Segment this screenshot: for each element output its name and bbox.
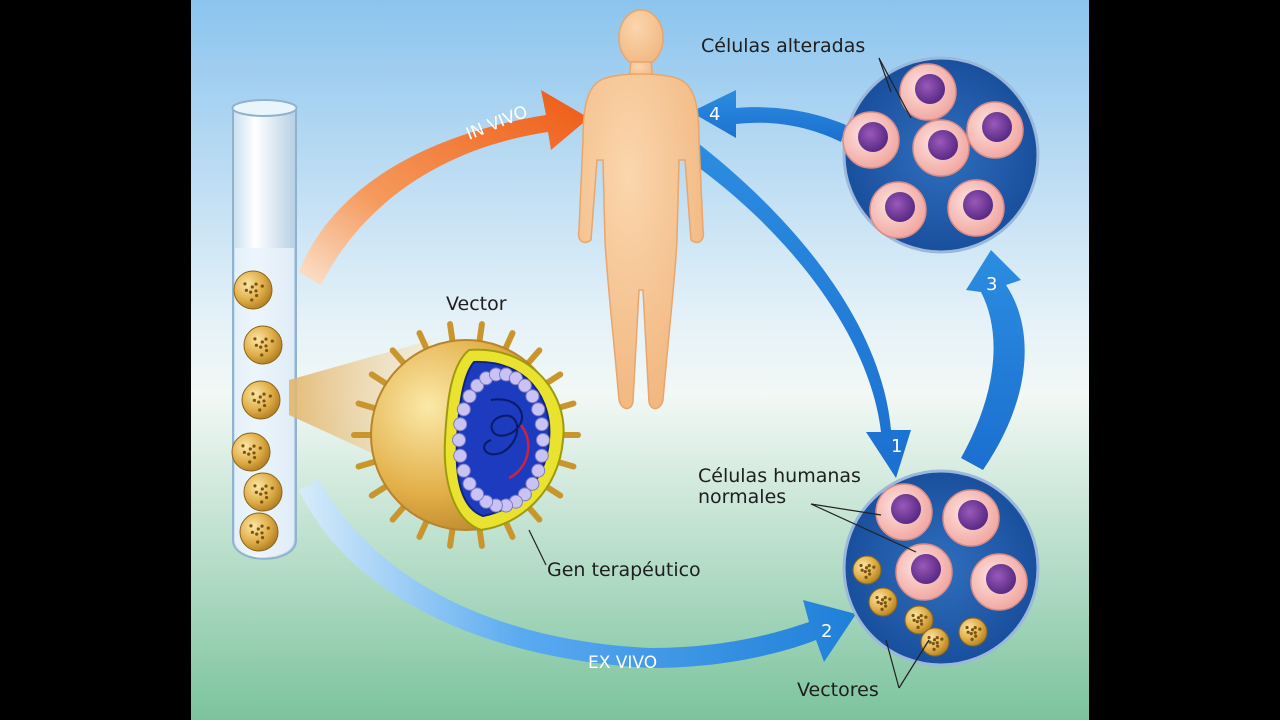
cell xyxy=(970,553,1028,611)
cell xyxy=(869,181,927,239)
small-virus xyxy=(243,472,283,512)
small-virus xyxy=(239,512,279,552)
altered-cells-circle xyxy=(842,56,1040,254)
capsid-proteins xyxy=(452,367,550,513)
normal-cells-label-line2: normales xyxy=(698,486,786,508)
therapeutic-gene-label: Gen terapéutico xyxy=(547,559,701,581)
small-virus xyxy=(231,432,271,472)
step-number-3: 3 xyxy=(986,274,997,295)
cell xyxy=(875,483,933,541)
therapeutic-gene xyxy=(508,424,530,480)
step-number-2: 2 xyxy=(821,621,832,642)
step-number-4: 4 xyxy=(709,104,720,125)
vector-virus xyxy=(351,321,581,549)
small-virus xyxy=(852,555,882,585)
tube-virus-particles xyxy=(231,270,283,552)
step-number-1: 1 xyxy=(891,436,902,457)
cell xyxy=(912,119,970,177)
small-virus xyxy=(868,587,898,617)
small-virus xyxy=(233,270,273,310)
normal-cells-label-line1: Células humanas xyxy=(698,465,861,487)
vector-label: Vector xyxy=(446,293,507,315)
small-virus xyxy=(958,617,988,647)
dna-strand xyxy=(483,398,523,456)
normal-cells-circle xyxy=(842,469,1040,667)
small-virus xyxy=(904,605,934,635)
cell xyxy=(966,101,1024,159)
label-pointers xyxy=(528,57,930,689)
small-virus xyxy=(920,627,950,657)
cell xyxy=(842,111,900,169)
arrow-step-4 xyxy=(691,90,846,142)
small-virus xyxy=(241,380,281,420)
in-vivo-arrow xyxy=(299,90,589,285)
altered-cells-label: Células alteradas xyxy=(701,35,865,57)
human-body-figure xyxy=(577,9,705,410)
cell xyxy=(942,489,1000,547)
arrow-step-3 xyxy=(961,250,1025,470)
gene-therapy-diagram: IN VIVO EX VIVO Vector Gen terapéutico C… xyxy=(191,0,1089,720)
cell xyxy=(895,543,953,601)
cell xyxy=(899,63,957,121)
vectors-label: Vectores xyxy=(797,679,879,701)
arrow-step-1 xyxy=(688,140,911,478)
diagram-canvas: IN VIVO EX VIVO Vector Gen terapéutico C… xyxy=(191,0,1089,720)
ex-vivo-label: EX VIVO xyxy=(588,653,657,673)
cell xyxy=(947,179,1005,237)
small-virus xyxy=(243,325,283,365)
